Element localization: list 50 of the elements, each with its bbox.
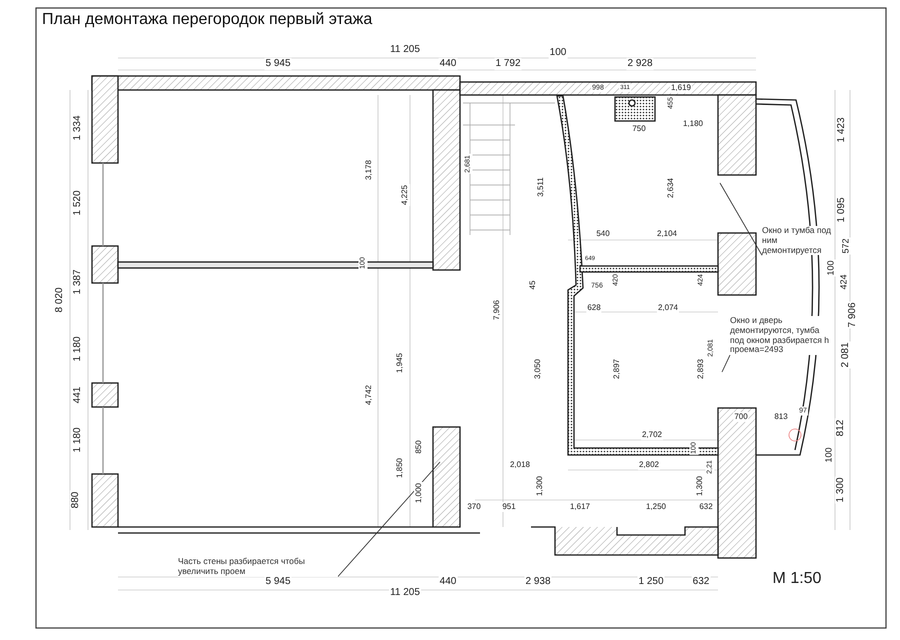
dimension-label: 1,000 (414, 482, 424, 504)
dimension-label: 700 (733, 412, 749, 422)
dimension-label: 951 (501, 502, 517, 512)
dimension-label: 4,742 (364, 384, 374, 406)
dimension-label: 2,702 (640, 430, 664, 440)
dimension-label: 3,050 (533, 358, 543, 380)
dimension-label: 1,617 (568, 502, 592, 512)
dimension-label: 572 (840, 237, 852, 255)
dimension-label: 424 (838, 273, 850, 291)
dimension-label: 2,634 (666, 176, 676, 200)
dimension-label: 370 (466, 502, 482, 512)
dimension-label: 2,018 (508, 460, 532, 470)
leader-line (720, 182, 762, 256)
dimension-label: 3,178 (364, 158, 374, 182)
dimension-label: 2,074 (656, 303, 680, 313)
dimension-label: 1 792 (494, 58, 522, 70)
dimension-label: 2,802 (638, 460, 660, 470)
dimension-label: 440 (438, 58, 458, 70)
dimension-label: 3,511 (536, 176, 546, 198)
dimension-label: 2,104 (656, 229, 678, 239)
dimension-label: 2 081 (840, 341, 852, 369)
dimension-label: 1,850 (395, 456, 405, 480)
dimension-label: 750 (631, 124, 647, 134)
leader-line (338, 462, 440, 577)
dimension-label: 2,893 (696, 358, 706, 380)
leader-line (722, 354, 730, 372)
dimension-label: 4,225 (400, 184, 410, 206)
dimension-label: 813 (773, 412, 789, 422)
dimension-label: 1,250 (644, 502, 668, 512)
dimension-label: 45 (528, 280, 538, 290)
note-text: Окно и тумба под ним демонтируется (762, 226, 834, 256)
dimension-label: 2 928 (626, 58, 654, 70)
dimension-label: 1,945 (395, 352, 405, 374)
dimension-label: 1,180 (682, 119, 704, 129)
drawing-title: План демонтажа перегородок первый этажа (42, 11, 372, 29)
dimension-label: 5 945 (264, 58, 292, 70)
dimension-label: 628 (586, 303, 602, 313)
dimension-label: 100 (824, 446, 834, 464)
dimension-label: 100 (548, 47, 568, 59)
dimension-label: 632 (698, 502, 714, 512)
dimension-label: 540 (595, 229, 611, 239)
dimension-label: 850 (414, 439, 424, 455)
dimension-label: 1,619 (670, 83, 692, 93)
dimension-label: 100 (826, 259, 836, 277)
dimension-label: 2,897 (612, 358, 622, 380)
note-text: Часть стены разбирается чтобы увеличить проем (178, 557, 338, 577)
dimension-label: 1,300 (535, 474, 545, 498)
dimension-label: 1,300 (695, 474, 705, 498)
note-text: Окно и дверь демонтируются, тумба под окном разбирается h проема=2493 (730, 316, 830, 356)
dimension-label: 7,906 (492, 298, 502, 322)
